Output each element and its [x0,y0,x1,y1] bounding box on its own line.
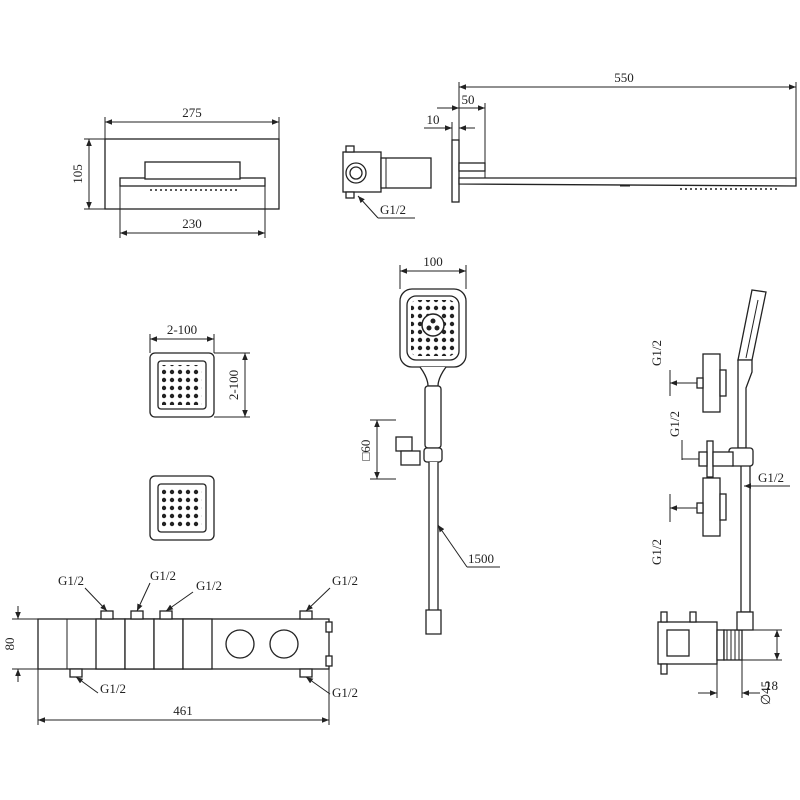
control-button-1[interactable] [95,618,126,670]
slide-rail [740,455,751,613]
upper-jet-side [702,353,721,413]
hand-shower-set: 100 □60 1500 [358,254,500,635]
dimension-arm-length: 550 [614,70,634,85]
dimension-holder-size: □60 [358,440,373,461]
dimension-width-top: 275 [182,105,202,120]
holder-bracket [395,436,413,452]
side-conn-right-label: G1/2 [758,470,784,485]
dimension-height: 105 [70,164,85,184]
body-jet-upper-nozzles [162,365,202,405]
dimension-head-width: 100 [423,254,443,269]
shower-hose [428,462,439,621]
control-button-2[interactable] [124,618,155,670]
thermostat-side [657,621,718,665]
thermostat-conn-4-label: G1/2 [332,573,358,588]
thermostat-front-view: G1/2 G1/2 G1/2 G1/2 G1/2 G1/2 80 461 [2,568,358,725]
side-conn-bottom-label: G1/2 [649,539,664,565]
dimension-width-bottom: 230 [182,216,202,231]
valve-connection-label: G1/2 [380,202,406,217]
dimension-jet-height: 2-100 [226,370,241,400]
side-view-assembly: G1/2 G1/2 G1/2 G1/2 18 ∅45 [649,289,790,705]
control-button-4[interactable] [182,618,213,670]
overhead-shower-inner-box [144,161,241,180]
thermostat-conn-1-label: G1/2 [58,573,84,588]
valve-outlet-inner [349,166,363,180]
shower-arm [458,177,797,187]
hose-connector [425,609,442,635]
holder-plate-side [706,440,714,478]
thermostat-conn-2-label: G1/2 [150,568,176,583]
thermostat-conn-6-label: G1/2 [332,685,358,700]
concealed-valve-box: G1/2 [342,145,432,219]
dimension-plate-thickness: 10 [427,112,440,127]
side-conn-mid-label: G1/2 [667,411,682,437]
shower-arm-side-view: 550 50 10 [424,70,797,203]
dimension-thermostat-height: 80 [2,638,17,651]
hand-shower-side [737,289,767,361]
overhead-shower-front-view: 275 105 230 [70,105,280,238]
thermostat-conn-5-label: G1/2 [100,681,126,696]
dimension-outlet-depth: 18 [765,678,778,693]
arm-collar [458,162,486,172]
dimension-thermostat-length: 461 [173,703,193,718]
lower-jet-side [702,477,721,537]
dimension-arm-offset: 50 [462,92,475,107]
wall-plate [451,139,460,203]
temperature-control-knob[interactable] [269,629,299,659]
dimension-hose-length: 1500 [468,551,494,566]
hand-shower-handle [424,385,442,449]
body-jets: 2-100 2-100 [149,322,250,541]
control-button-3[interactable] [153,618,184,670]
dimension-outlet-diameter: ∅45 [758,681,773,705]
body-jet-lower-nozzles [162,488,202,528]
hand-shower-center-ring [421,313,445,337]
valve-sleeve [380,157,432,189]
dimension-jet-width: 2-100 [167,322,197,337]
flow-control-knob[interactable] [225,629,255,659]
side-conn-top-label: G1/2 [649,340,664,366]
outlet-connector-side [723,629,743,661]
thermostat-conn-3-label: G1/2 [196,578,222,593]
